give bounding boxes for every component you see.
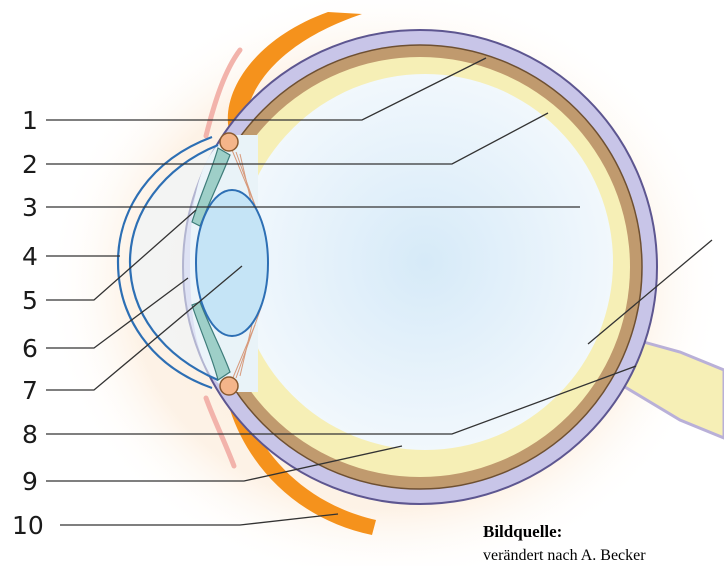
label-5: 5 bbox=[22, 286, 38, 315]
label-6: 6 bbox=[22, 334, 38, 363]
label-3: 3 bbox=[22, 193, 38, 222]
label-7: 7 bbox=[22, 376, 38, 405]
vitreous-body bbox=[237, 74, 613, 450]
ciliary-body-lower bbox=[220, 377, 238, 395]
label-1: 1 bbox=[22, 106, 38, 135]
label-numbers: 1 2 3 4 5 6 7 8 9 10 bbox=[12, 106, 44, 540]
label-9: 9 bbox=[22, 467, 38, 496]
lens bbox=[196, 190, 268, 336]
label-2: 2 bbox=[22, 150, 38, 179]
label-8: 8 bbox=[22, 420, 38, 449]
source-title: Bildquelle: bbox=[483, 522, 646, 542]
ciliary-body-upper bbox=[220, 133, 238, 151]
label-10: 10 bbox=[12, 511, 44, 540]
source-text: verändert nach A. Becker bbox=[483, 546, 646, 566]
image-source: Bildquelle: verändert nach A. Becker bbox=[483, 522, 646, 566]
label-4: 4 bbox=[22, 242, 38, 271]
